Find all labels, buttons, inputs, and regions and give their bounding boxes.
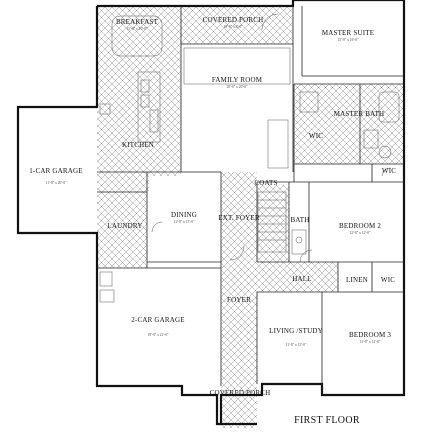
- dim-master-suite: 15'-0" x 16'-0": [338, 38, 360, 42]
- label-hall: HALL: [292, 275, 311, 283]
- label-linen: LINEN: [346, 276, 368, 284]
- label-breakfast: BREAKFAST: [116, 18, 159, 26]
- label-dining: DINING: [171, 211, 197, 219]
- fixtures: [99, 13, 400, 303]
- label-2-car-garage: 2-CAR GARAGE: [131, 316, 185, 324]
- label-family-room: FAMILY ROOM: [212, 76, 263, 84]
- dim-2-car-garage: 19'-0" x 21'-0": [148, 333, 170, 337]
- label-coats: COATS: [254, 179, 277, 187]
- dim-covered-porch-rear: 18'-0" x 8'-0": [223, 25, 243, 29]
- tile-floor-areas: [97, 6, 404, 428]
- label-living-study: LIVING /STUDY: [269, 327, 323, 335]
- dim-living-study: 11'-0" x 13'-0": [286, 343, 307, 347]
- room-labels: BREAKFAST 12'-0" x 10'-0" COVERED PORCH …: [29, 16, 396, 397]
- label-bath: BATH: [290, 216, 309, 224]
- label-wic-bedroom-2: WIC: [382, 167, 396, 175]
- label-1-car-garage: 1-CAR GARAGE: [29, 167, 83, 175]
- label-wic-master: WIC: [309, 132, 323, 140]
- label-foyer: FOYER: [227, 296, 251, 304]
- label-master-bath: MASTER BATH: [334, 110, 385, 118]
- dim-dining: 11'-0" x 13'-0": [174, 220, 195, 224]
- label-kitchen: KITCHEN: [122, 141, 154, 149]
- room-fills: [22, 10, 402, 386]
- dim-bedroom-2: 12'-0" x 12'-0": [350, 231, 372, 235]
- label-laundry: LAUNDRY: [107, 222, 142, 230]
- label-covered-porch-front: COVERED PORCH: [210, 389, 271, 397]
- floor-caption: FIRST FLOOR: [294, 415, 360, 426]
- label-bedroom-3: BEDROOM 3: [349, 331, 391, 339]
- label-wic-bedroom-3: WIC: [381, 276, 395, 284]
- label-ext-foyer: EXT. FOYER: [218, 214, 260, 222]
- dim-family-room: 18'-0" x 20'-0": [227, 85, 249, 89]
- dim-bedroom-3: 11'-0" x 12'-0": [360, 340, 381, 344]
- dim-1-car-garage: 11'-0" x 20'-0": [46, 181, 67, 185]
- label-master-suite: MASTER SUITE: [322, 29, 374, 37]
- interior-walls: [97, 6, 404, 395]
- label-covered-porch-rear: COVERED PORCH: [203, 16, 264, 24]
- dim-breakfast: 12'-0" x 10'-0": [127, 27, 149, 31]
- label-bedroom-2: BEDROOM 2: [339, 222, 381, 230]
